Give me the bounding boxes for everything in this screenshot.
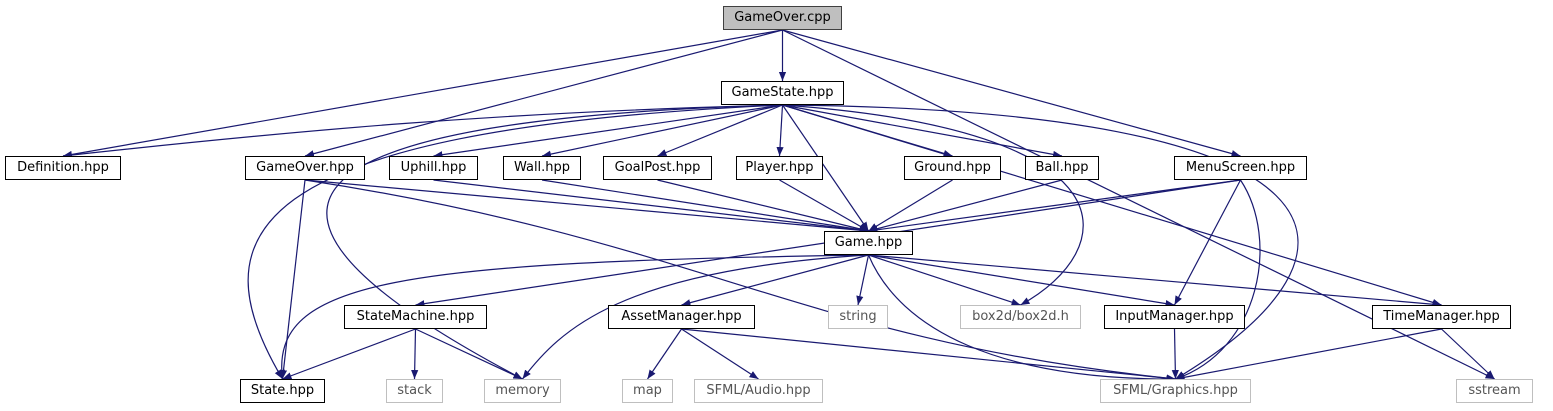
node-definition-hpp[interactable]: Definition.hpp (5, 156, 121, 180)
edge-gamestate-to-sfml_graphics (782, 104, 1299, 380)
edge-player-to-game (779, 179, 869, 232)
edge-game-to-string (856, 254, 870, 306)
edge-game-to-box2d (868, 254, 1021, 306)
edge-gamestate-to-goalpost (657, 104, 783, 157)
edge-gameover_cpp-to-definition (62, 29, 783, 158)
edge-gameover_hpp-to-game (304, 179, 869, 234)
node-box2d-h: box2d/box2d.h (960, 305, 1081, 329)
node-state-hpp[interactable]: State.hpp (240, 379, 325, 403)
node-uphill-hpp[interactable]: Uphill.hpp (389, 156, 478, 180)
edge-assetmanager-to-sfml_audio (681, 328, 759, 380)
node-wall-hpp[interactable]: Wall.hpp (503, 156, 581, 180)
edge-gamestate-to-game (782, 104, 869, 232)
node-sstream: sstream (1456, 379, 1533, 403)
node-ball-hpp[interactable]: Ball.hpp (1025, 156, 1099, 180)
node-game-hpp[interactable]: Game.hpp (824, 231, 913, 255)
node-sfml-graphics-hpp: SFML/Graphics.hpp (1100, 379, 1251, 403)
node-string: string (828, 305, 888, 329)
node-gamestate-hpp[interactable]: GameState.hpp (721, 81, 844, 105)
node-gameover-cpp[interactable]: GameOver.cpp (723, 6, 842, 30)
edge-gamestate-to-box2d (782, 104, 1084, 306)
node-memory: memory (484, 379, 561, 403)
edge-inputmanager-to-sfml_graphics (1171, 328, 1179, 380)
edge-game-to-inputmanager (868, 254, 1175, 308)
edge-gamestate-to-memory (326, 104, 783, 380)
edge-game-to-assetmanager (681, 254, 869, 307)
node-map: map (622, 379, 673, 403)
node-statemachine-hpp[interactable]: StateMachine.hpp (344, 305, 487, 329)
edge-game-to-memory (522, 254, 869, 380)
edge-gamestate-to-wall (541, 104, 783, 158)
edge-gameover_cpp-to-gameover_hpp (304, 29, 783, 158)
edge-menuscreen-to-game (868, 179, 1241, 234)
edge-gamestate-to-ball (782, 104, 1063, 158)
node-sfml-audio-hpp: SFML/Audio.hpp (694, 379, 823, 403)
edge-gamestate-to-timemanager (782, 104, 1442, 306)
edge-menuscreen-to-sfml_graphics (1175, 179, 1261, 380)
node-assetmanager-hpp[interactable]: AssetManager.hpp (608, 305, 755, 329)
node-timemanager-hpp[interactable]: TimeManager.hpp (1372, 305, 1511, 329)
edge-timemanager-to-sstream (1441, 328, 1495, 380)
node-ground-hpp[interactable]: Ground.hpp (904, 156, 1001, 180)
edge-assetmanager-to-sfml_graphics (681, 328, 1176, 382)
edge-ground-to-game (868, 179, 953, 232)
node-stack: stack (386, 379, 443, 403)
edge-uphill-to-game (433, 179, 869, 234)
node-gameover-hpp[interactable]: GameOver.hpp (245, 156, 365, 180)
edge-statemachine-to-state (282, 328, 416, 380)
edge-gamestate-to-player (776, 104, 784, 157)
node-goalpost-hpp[interactable]: GoalPost.hpp (603, 156, 712, 180)
edge-statemachine-to-memory (415, 328, 523, 380)
edge-timemanager-to-sfml_graphics (1175, 328, 1442, 381)
edge-game-to-state (277, 254, 869, 380)
node-inputmanager-hpp[interactable]: InputManager.hpp (1104, 305, 1245, 329)
edge-gameover_cpp-to-menuscreen (782, 29, 1241, 158)
edge-statemachine-to-stack (411, 328, 419, 380)
edge-game-to-sfml_graphics (867, 254, 1176, 383)
edge-gamestate-to-uphill (433, 104, 783, 159)
edge-goalpost-to-game (657, 179, 869, 233)
edge-assetmanager-to-map (647, 328, 682, 380)
node-menuscreen-hpp[interactable]: MenuScreen.hpp (1174, 156, 1307, 180)
edge-game-to-timemanager (868, 254, 1442, 308)
edge-gamestate-to-state (247, 104, 783, 380)
edge-ball-to-game (868, 179, 1063, 233)
edge-wall-to-game (541, 179, 869, 234)
edge-menuscreen-to-inputmanager (1173, 179, 1242, 306)
edge-gamestate-to-definition (62, 104, 783, 159)
node-player-hpp[interactable]: Player.hpp (736, 156, 823, 180)
edge-gameover_hpp-to-state (279, 179, 306, 380)
